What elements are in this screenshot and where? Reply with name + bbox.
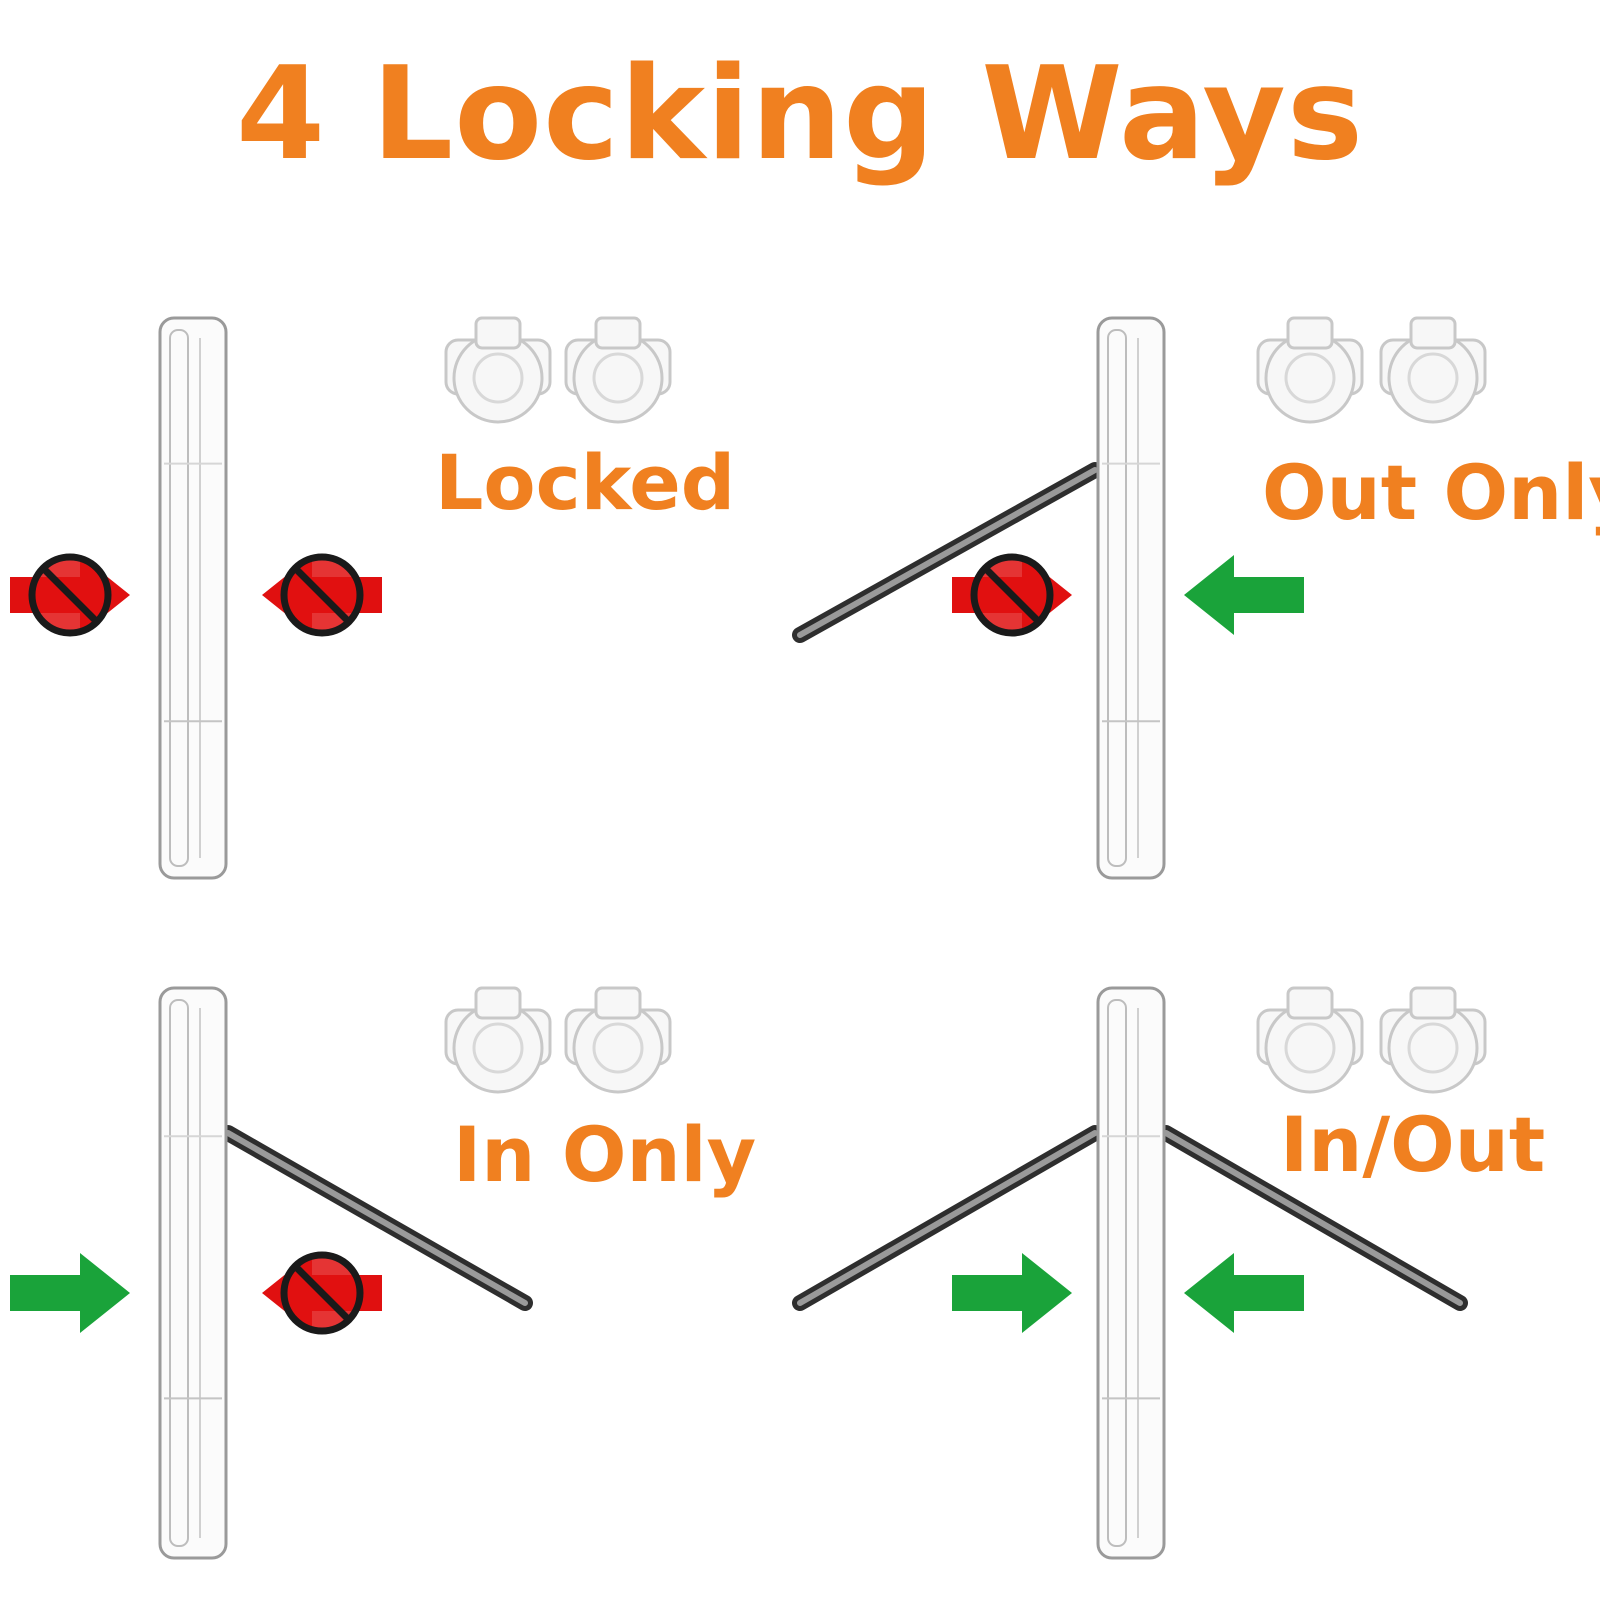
diagram-title: 4 Locking Ways <box>236 40 1364 189</box>
no-entry-slash <box>983 566 1041 624</box>
door-frame-icon <box>1096 986 1166 1560</box>
mode-label-locked: Locked <box>435 438 736 527</box>
lock-top <box>1409 316 1457 350</box>
arrow-icon <box>952 1253 1072 1333</box>
arrow-shape <box>10 1253 130 1333</box>
mode-panel-1 <box>792 316 1487 880</box>
lock-knob-icon <box>564 986 672 1094</box>
lock-top <box>594 986 642 1020</box>
lock-knob-icon <box>564 316 672 424</box>
mode-panel-0 <box>10 316 672 880</box>
door-panel-highlight <box>225 1130 528 1306</box>
door-panel-highlight <box>1163 1130 1463 1306</box>
no-entry-icon <box>262 1251 382 1335</box>
no-entry-icon <box>262 553 382 637</box>
lock-knob-inner <box>1407 1022 1459 1074</box>
door-panel-icon <box>1158 1125 1468 1311</box>
no-entry-slash <box>41 566 99 624</box>
arrow-icon <box>10 1253 130 1333</box>
no-entry-slash <box>293 566 351 624</box>
frame-outline <box>158 316 228 880</box>
lock-top <box>1286 986 1334 1020</box>
frame-inner-rail <box>169 329 189 867</box>
lock-knob-inner <box>1284 1022 1336 1074</box>
lock-knob-icon <box>1379 316 1487 424</box>
frame-outline <box>1096 986 1166 1560</box>
door-frame-icon <box>1096 316 1166 880</box>
no-entry-slash <box>293 1264 351 1322</box>
door-panel-highlight <box>797 1130 1098 1306</box>
lock-knob-icon <box>444 316 552 424</box>
frame-inner-rail <box>1107 329 1127 867</box>
arrow-shape <box>1184 555 1304 635</box>
mode-label-in-only: In Only <box>453 1110 757 1199</box>
door-panel-icon <box>792 462 1103 643</box>
door-panel-icon <box>220 1125 533 1311</box>
door-frame-icon <box>158 986 228 1560</box>
lock-top <box>474 316 522 350</box>
lock-knob-icon <box>1256 316 1364 424</box>
frame-outline <box>158 986 228 1560</box>
frame-inner-rail <box>169 999 189 1547</box>
arrow-icon <box>1184 1253 1304 1333</box>
door-panel-highlight <box>797 467 1098 638</box>
mode-panel-2 <box>10 986 672 1560</box>
mode-label-out-only: Out Only <box>1262 448 1600 537</box>
lock-top <box>1286 316 1334 350</box>
mode-label-in-out: In/Out <box>1280 1100 1546 1189</box>
lock-top <box>594 316 642 350</box>
door-panel-icon <box>792 1125 1103 1311</box>
no-entry-icon <box>10 553 130 637</box>
lock-knob-icon <box>1256 986 1364 1094</box>
lock-knob-inner <box>1407 352 1459 404</box>
arrow-shape <box>1184 1253 1304 1333</box>
lock-top <box>474 986 522 1020</box>
lock-knob-inner <box>472 1022 524 1074</box>
lock-knob-icon <box>444 986 552 1094</box>
lock-knob-inner <box>592 352 644 404</box>
lock-knob-inner <box>472 352 524 404</box>
frame-inner-rail <box>1107 999 1127 1547</box>
door-frame-icon <box>158 316 228 880</box>
frame-outline <box>1096 316 1166 880</box>
arrow-shape <box>952 1253 1072 1333</box>
lock-knob-inner <box>1284 352 1336 404</box>
arrow-icon <box>1184 555 1304 635</box>
lock-top <box>1409 986 1457 1020</box>
lock-knob-inner <box>592 1022 644 1074</box>
mode-panel-3 <box>792 986 1487 1560</box>
no-entry-icon <box>952 553 1072 637</box>
lock-knob-icon <box>1379 986 1487 1094</box>
